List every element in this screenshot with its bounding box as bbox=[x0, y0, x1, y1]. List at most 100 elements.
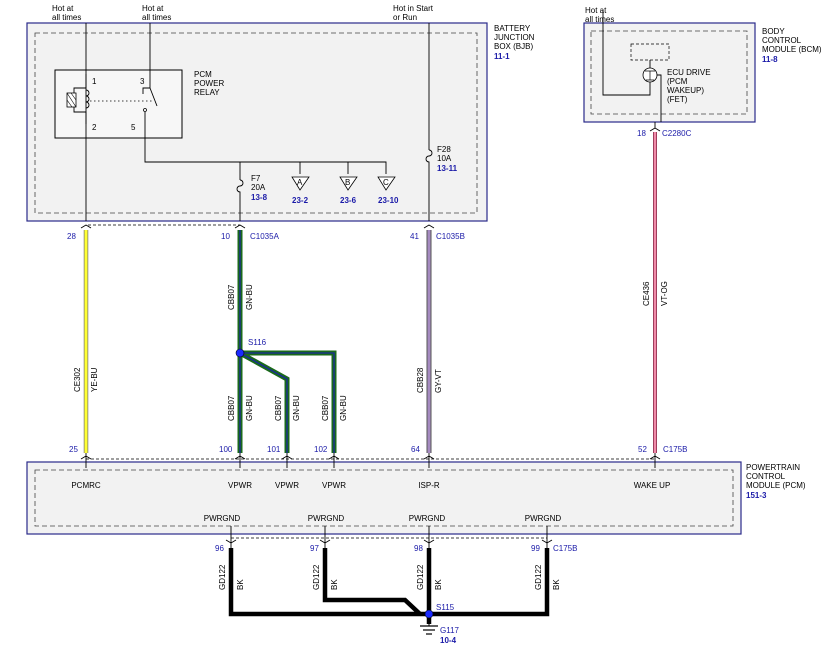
wire-cbb07-c-circuit: CBB07 bbox=[321, 395, 330, 421]
pcm-pin-96-terminal bbox=[225, 526, 237, 548]
svg-text:all times: all times bbox=[52, 13, 81, 22]
pcm-pin-25-terminal bbox=[80, 453, 92, 468]
svg-text:11-1: 11-1 bbox=[494, 52, 510, 61]
relay-pin-3: 3 bbox=[140, 77, 145, 86]
svg-text:Hot at: Hot at bbox=[52, 4, 74, 13]
pcm-pin-98-terminal bbox=[423, 526, 435, 548]
bcm-feed-wire bbox=[602, 10, 651, 96]
ground-g117-label: G117 bbox=[440, 626, 460, 635]
splice-s115-label: S115 bbox=[436, 603, 455, 612]
wire-gd122-a-color: BK bbox=[236, 579, 245, 590]
svg-text:BODY: BODY bbox=[762, 27, 785, 36]
offpage-c-icon: C 23-10 bbox=[377, 176, 399, 205]
signal-pwrgnd-98: PWRGND bbox=[409, 514, 446, 523]
pcm-pin-64-terminal bbox=[423, 453, 435, 468]
svg-text:(PCM: (PCM bbox=[667, 77, 688, 86]
splice-s115 bbox=[424, 609, 434, 619]
pcm-connector-c175b-top: C175B bbox=[663, 445, 687, 454]
svg-text:Hot at: Hot at bbox=[585, 6, 607, 15]
relay-pin5-wire bbox=[144, 112, 387, 174]
wire-cbb07-b-color: GN-BU bbox=[292, 395, 301, 421]
connector-c1035b: C1035B bbox=[436, 232, 465, 241]
wire-cbb07-top-circuit: CBB07 bbox=[227, 284, 236, 310]
svg-text:MODULE (PCM): MODULE (PCM) bbox=[746, 481, 806, 490]
signal-vpwr-101: VPWR bbox=[275, 481, 299, 490]
svg-text:23-2: 23-2 bbox=[292, 196, 309, 205]
bjb-name: BATTERY JUNCTION BOX (BJB) 11-1 bbox=[494, 24, 535, 61]
bcm-box bbox=[583, 22, 756, 123]
fuse-f28-icon bbox=[425, 149, 433, 221]
pcm-pin-101: 101 bbox=[267, 445, 281, 454]
svg-text:PCM: PCM bbox=[194, 70, 212, 79]
svg-text:11-8: 11-8 bbox=[762, 55, 778, 64]
svg-text:MODULE (BCM): MODULE (BCM) bbox=[762, 45, 822, 54]
label-hot-all-times-bcm: Hot at all times bbox=[585, 6, 614, 24]
signal-pwrgnd-96: PWRGND bbox=[204, 514, 241, 523]
signal-vpwr-102: VPWR bbox=[322, 481, 346, 490]
wire-cbb28-color: GY-VT bbox=[434, 369, 443, 393]
pcm-pin-102: 102 bbox=[314, 445, 328, 454]
pcm-pin-100-terminal bbox=[234, 453, 246, 468]
wire-gd122-group bbox=[228, 548, 550, 624]
fuse-f7-label: F7 20A 13-8 bbox=[251, 174, 268, 202]
svg-text:all times: all times bbox=[142, 13, 171, 22]
wire-cbb07-a-circuit: CBB07 bbox=[227, 395, 236, 421]
svg-text:CONTROL: CONTROL bbox=[762, 36, 802, 45]
svg-text:(FET): (FET) bbox=[667, 95, 688, 104]
connector-pin-10: 10 bbox=[221, 232, 230, 241]
relay-name: PCM POWER RELAY bbox=[194, 70, 224, 97]
label-hot-all-times-1: Hot at all times bbox=[52, 4, 81, 22]
svg-text:or Run: or Run bbox=[393, 13, 417, 22]
ecu-drive-label: ECU DRIVE (PCM WAKEUP) (FET) bbox=[667, 68, 711, 104]
wire-cbb07-c-color: GN-BU bbox=[339, 395, 348, 421]
relay-pin-2: 2 bbox=[92, 123, 97, 132]
wire-ce436-circuit: CE436 bbox=[642, 281, 651, 306]
wire-cbb07-group bbox=[237, 230, 337, 453]
svg-text:C: C bbox=[383, 178, 389, 187]
svg-text:JUNCTION: JUNCTION bbox=[494, 33, 535, 42]
connector-pin-28: 28 bbox=[67, 232, 76, 241]
svg-text:BOX (BJB): BOX (BJB) bbox=[494, 42, 533, 51]
fet-icon bbox=[642, 67, 658, 83]
pcm-box bbox=[26, 461, 742, 535]
pin-10-terminal bbox=[234, 224, 246, 229]
wire-ce302-circuit: CE302 bbox=[73, 367, 82, 392]
wire-gd122-d-circuit: GD122 bbox=[534, 564, 543, 590]
pcm-pin-52-terminal bbox=[649, 453, 661, 468]
relay-pin-5: 5 bbox=[131, 123, 136, 132]
pin-28-terminal bbox=[80, 224, 92, 229]
bcm-inner-dash bbox=[590, 30, 748, 115]
bcm-pin-18: 18 bbox=[637, 129, 646, 138]
bcm-connector-c2280c: C2280C bbox=[662, 129, 692, 138]
signal-vpwr-100: VPWR bbox=[228, 481, 252, 490]
wire-gd122-c-color: BK bbox=[434, 579, 443, 590]
wire-gd122-d-color: BK bbox=[552, 579, 561, 590]
relay-pin-1: 1 bbox=[92, 77, 97, 86]
label-hot-all-times-2: Hot at all times bbox=[142, 4, 171, 22]
signal-pwrgnd-99: PWRGND bbox=[525, 514, 562, 523]
svg-text:BATTERY: BATTERY bbox=[494, 24, 531, 33]
pcm-pin-25: 25 bbox=[69, 445, 78, 454]
label-hot-start-run: Hot in Start or Run bbox=[393, 4, 434, 22]
pcm-pin-102-terminal bbox=[328, 453, 340, 468]
splice-s116-label: S116 bbox=[248, 338, 267, 347]
offpage-a-icon: A 23-2 bbox=[291, 176, 310, 205]
svg-text:all times: all times bbox=[585, 15, 614, 24]
wire-gd122-a-circuit: GD122 bbox=[218, 564, 227, 590]
pcm-pin-101-terminal bbox=[281, 453, 293, 468]
wire-gd122-b-circuit: GD122 bbox=[312, 564, 321, 590]
pcm-pin-96: 96 bbox=[215, 544, 224, 553]
svg-text:POWER: POWER bbox=[194, 79, 224, 88]
signal-wake-up: WAKE UP bbox=[634, 481, 671, 490]
pcm-pin-64: 64 bbox=[411, 445, 420, 454]
relay-switch-icon bbox=[142, 87, 158, 112]
svg-text:13-8: 13-8 bbox=[251, 193, 268, 202]
wire-cbb07-b-circuit: CBB07 bbox=[274, 395, 283, 421]
pcm-pin-99-terminal bbox=[541, 526, 553, 548]
svg-text:13-11: 13-11 bbox=[437, 164, 458, 173]
svg-text:Hot in Start: Hot in Start bbox=[393, 4, 434, 13]
svg-text:Hot at: Hot at bbox=[142, 4, 164, 13]
svg-text:23-6: 23-6 bbox=[340, 196, 357, 205]
pcm-pin-52: 52 bbox=[638, 445, 647, 454]
fuse-f7-icon bbox=[236, 179, 244, 221]
